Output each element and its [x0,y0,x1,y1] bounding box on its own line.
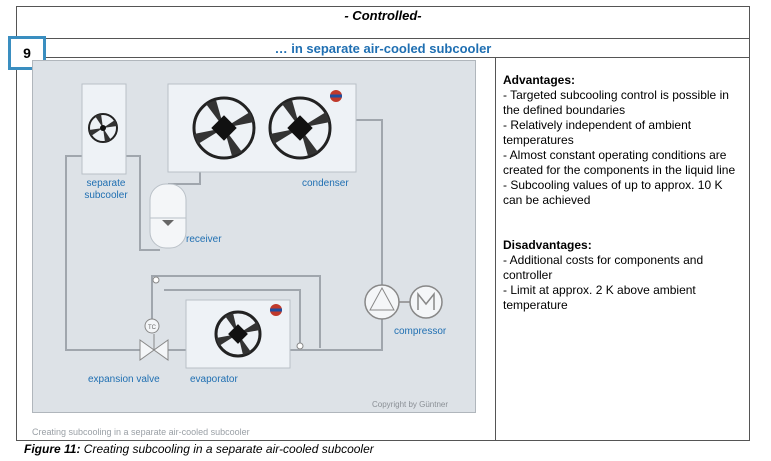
figure-label: Figure 11: [24,442,81,456]
receiver-label: receiver [186,234,222,245]
liquid-level-icon [162,220,174,226]
thermostat-sensor-icon [144,318,160,334]
diagram-caption: Creating subcooling in a separate air-co… [32,427,250,437]
title-divider [16,38,750,39]
brand-logo-icon [270,304,282,316]
figure-caption: Figure 11: Creating subcooling in a sepa… [24,442,374,456]
advantage-item: - Targeted subcooling control is possibl… [503,88,729,117]
subcooler-unit [81,83,127,175]
advantages-heading: Advantages: [503,73,576,87]
separate-subcooler-label-line2: subcooler [84,190,128,201]
receiver-tank [149,183,187,249]
pros-cons-panel: Advantages: - Targeted subcooling contro… [503,73,743,313]
liquid-line-pipe [65,155,140,351]
evaporator-fan-icon [214,310,262,358]
condenser-box [167,83,357,173]
condenser-outlet-pipe [168,172,201,185]
bypass-pipe [164,289,301,348]
condenser-fan-icon [268,96,332,160]
condenser-label: condenser [302,178,349,189]
expansion-valve-icon [139,334,169,361]
tc-label: TC [148,325,157,331]
advantage-item: - Relatively independent of ambient temp… [503,118,692,147]
spacer [503,208,743,238]
expansion-valve-label: expansion valve [88,374,160,385]
document-frame [16,6,750,441]
receiver-inlet-pipe [124,155,160,251]
brand-logo-icon [330,90,342,102]
discharge-pipe [356,119,383,286]
disadvantage-item: - Additional costs for components and co… [503,253,704,282]
disadvantages-heading: Disadvantages: [503,238,592,252]
motor-icon [409,285,443,319]
separate-subcooler-label: separate subcooler [84,178,128,202]
separate-subcooler-label-line1: separate [86,178,126,189]
advantage-item: - Almost constant operating conditions a… [503,148,736,177]
page-title: - Controlled- [344,8,422,23]
compressor-icon [364,284,410,320]
section-subtitle: … in separate air-cooled subcooler [274,41,492,56]
disadvantage-item: - Limit at approx. 2 K above ambient tem… [503,283,696,312]
advantage-item: - Subcooling values of up to approx. 10 … [503,178,723,207]
subcooler-fan-icon [88,113,118,143]
pipe-junction-icons [152,276,304,350]
suction-pipe [290,318,383,351]
condenser-unit [167,83,357,173]
compressor-label: compressor [394,326,447,337]
subtitle-divider [16,57,750,58]
column-divider [495,57,496,441]
evaporator-unit [185,299,291,369]
copyright-text: Copyright by Güntner [372,400,449,409]
piping [65,119,383,351]
sensor-line-pipe [151,275,321,348]
figure-text: Creating subcooling in a separate air-co… [80,442,374,456]
evaporator-label: evaporator [190,374,238,385]
